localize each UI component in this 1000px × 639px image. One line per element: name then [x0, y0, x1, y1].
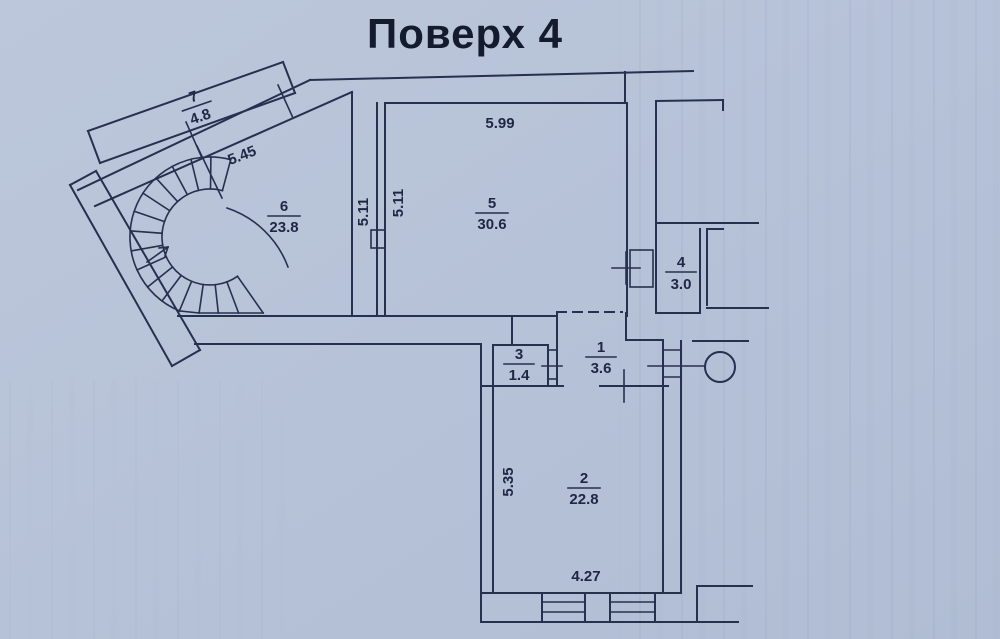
- room-label-4: 4 3.0: [665, 254, 697, 293]
- room2-number: 2: [580, 470, 588, 487]
- balcony-outline: [86, 60, 297, 165]
- column-circle: [704, 351, 736, 383]
- dim-room5-top: 5.99: [485, 115, 514, 132]
- dim-room2-height: 5.35: [500, 467, 517, 496]
- room1-number: 1: [597, 339, 605, 356]
- dim-room2-width: 4.27: [571, 568, 600, 585]
- right-section-walls: [647, 339, 749, 594]
- room5-area: 30.6: [477, 216, 506, 233]
- stair-direction-arrow: [145, 245, 170, 264]
- room2-walls: [482, 585, 753, 623]
- room3-area: 1.4: [509, 367, 531, 384]
- room4-number: 4: [677, 254, 686, 271]
- scan-texture-2: [0, 380, 300, 639]
- room-label-7: 7 4.8: [181, 88, 213, 128]
- room-label-5: 5 30.6: [475, 195, 509, 233]
- dim-room5-height: 5.11: [390, 189, 407, 217]
- stair-railing-arc: [225, 206, 290, 269]
- room5-number: 5: [488, 195, 496, 212]
- room-label-6: 6 23.8: [267, 198, 301, 236]
- page-title: Поверх 4: [367, 10, 563, 57]
- room3-number: 3: [515, 346, 523, 363]
- room4-area: 3.0: [671, 276, 692, 293]
- dim-room6-height: 5.11: [355, 198, 372, 226]
- room6-number: 6: [280, 198, 288, 215]
- scan-texture: [620, 0, 1000, 639]
- room2-area: 22.8: [569, 491, 598, 508]
- room-label-3: 3 1.4: [503, 346, 535, 384]
- room-label-1: 1 3.6: [585, 339, 617, 377]
- hallway-walls: [480, 312, 669, 623]
- room4-walls: [611, 98, 769, 314]
- interior-walls-upper: [177, 71, 664, 345]
- spiral-staircase: [129, 156, 290, 315]
- room7-area: 4.8: [188, 105, 213, 128]
- room6-area: 23.8: [269, 219, 298, 236]
- room-label-2: 2 22.8: [567, 470, 601, 508]
- room1-area: 3.6: [591, 360, 612, 377]
